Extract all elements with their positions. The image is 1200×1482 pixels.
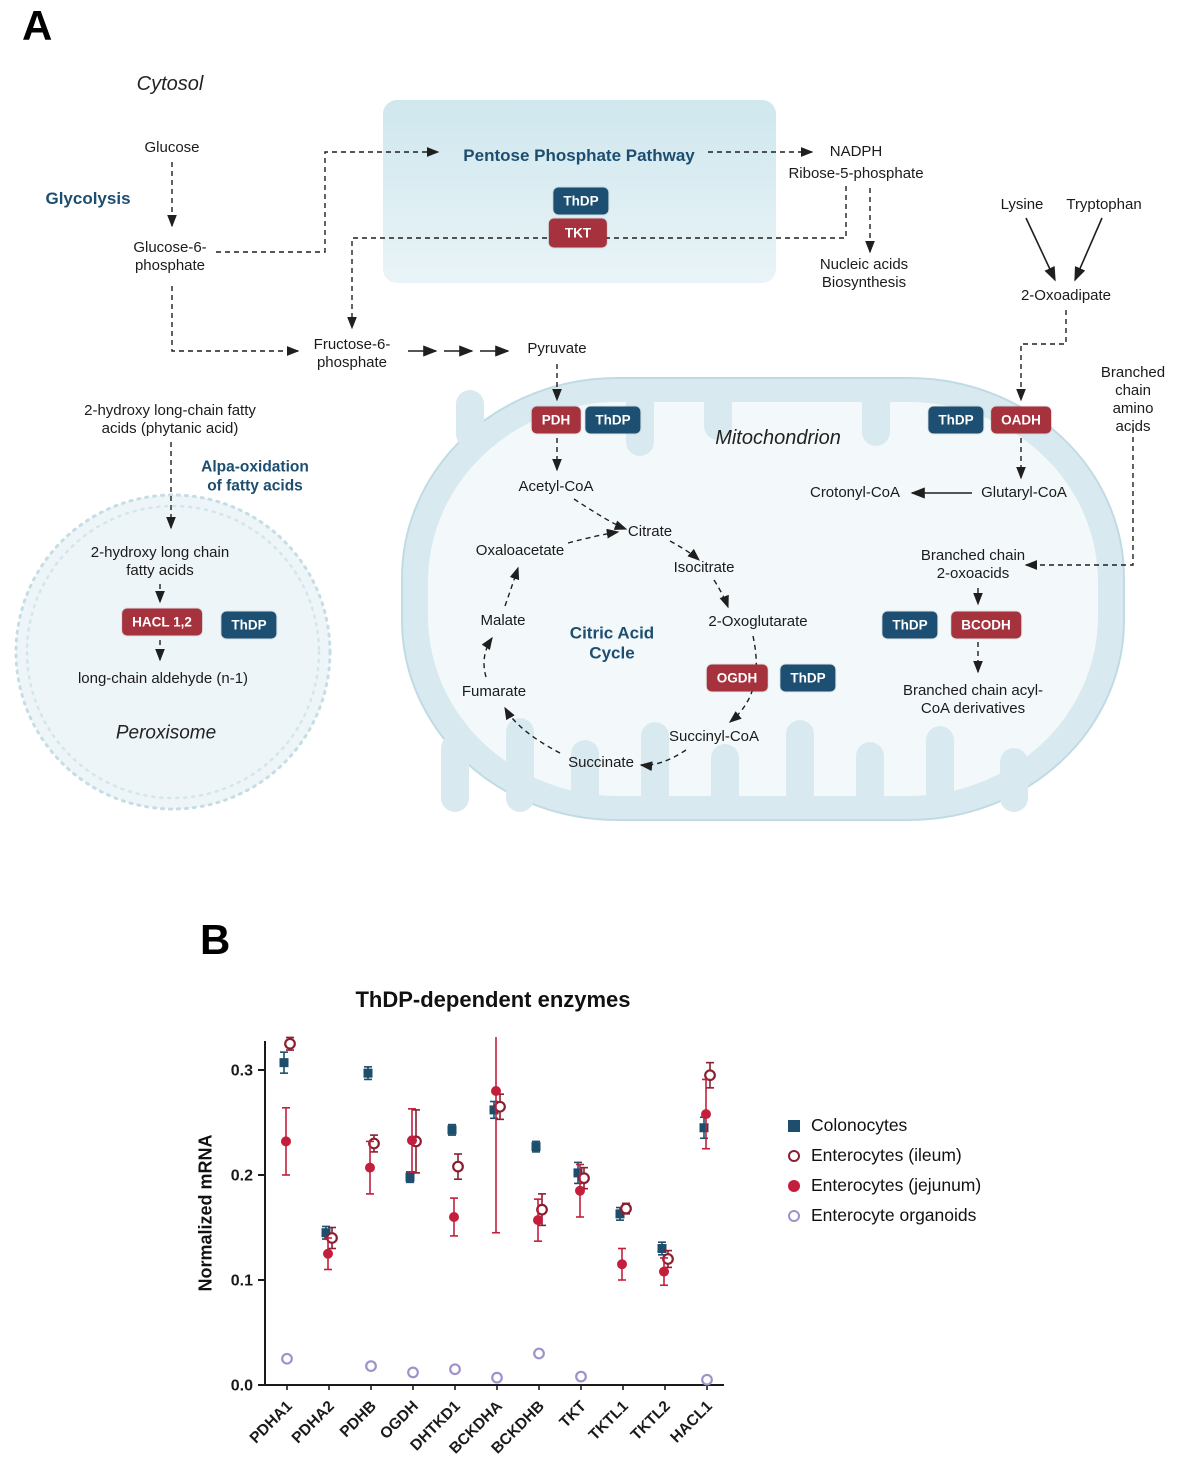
branched-chain-aa-node: Branched chain amino acids: [1100, 364, 1166, 435]
y-axis-label: Normalized mRNA: [195, 1134, 216, 1292]
glutaryl-coa-node: Glutaryl-CoA: [981, 484, 1067, 501]
succinate-node: Succinate: [568, 754, 634, 771]
svg-text:PDHA1: PDHA1: [247, 1398, 296, 1447]
svg-text:0.3: 0.3: [231, 1063, 253, 1080]
open-circle-marker-icon: [788, 1209, 800, 1222]
tryptophan-node: Tryptophan: [1066, 196, 1142, 213]
legend-label: Enterocytes (ileum): [811, 1145, 962, 1165]
branched-chain-acyl-node: Branched chain acyl- CoA derivatives: [902, 682, 1044, 717]
svg-text:BCKDHB: BCKDHB: [488, 1398, 548, 1458]
phytanic-acid-node: 2-hydroxy long-chain fatty acids (phytan…: [84, 402, 256, 437]
branched-chain-oxoacids-node: Branched chain 2-oxoacids: [920, 547, 1026, 582]
glycolysis-label: Glycolysis: [45, 188, 131, 208]
ppp-title: Pentose Phosphate Pathway: [463, 145, 695, 165]
svg-text:DHTKD1: DHTKD1: [407, 1398, 464, 1455]
malate-node: Malate: [480, 612, 526, 629]
legend-item: Colonocytes: [788, 1115, 981, 1136]
svg-text:0.0: 0.0: [231, 1378, 253, 1395]
svg-text:TKTL1: TKTL1: [586, 1398, 632, 1444]
glucose-node: Glucose: [144, 139, 200, 156]
legend-label: Enterocyte organoids: [811, 1205, 977, 1225]
alpha-oxidation-label: Alpa-oxidation of fatty acids: [201, 458, 309, 494]
fumarate-node: Fumarate: [461, 683, 527, 700]
citrate-node: Citrate: [627, 523, 673, 540]
svg-text:OGDH: OGDH: [377, 1398, 422, 1443]
citric-acid-cycle-label: Citric Acid Cycle: [569, 623, 655, 663]
ribose-5-phosphate-node: Ribose-5-phosphate: [788, 165, 924, 182]
thdp-badge: ThDP: [780, 664, 836, 692]
succinyl-coa-node: Succinyl-CoA: [668, 728, 760, 745]
hacl-badge: HACL 1,2: [122, 608, 202, 636]
hydroxy-fatty-acids-node: 2-hydroxy long chain fatty acids: [90, 544, 230, 579]
ogdh-badge: OGDH: [706, 664, 768, 692]
thdp-badge: ThDP: [928, 406, 984, 434]
glucose-6-phosphate-node: Glucose-6- phosphate: [133, 239, 207, 274]
svg-text:BCKDHA: BCKDHA: [446, 1398, 506, 1458]
svg-text:PDHA2: PDHA2: [289, 1398, 338, 1447]
thdp-badge: ThDP: [221, 611, 277, 639]
filled-square-marker-icon: [788, 1119, 800, 1132]
thdp-badge: ThDP: [553, 187, 609, 215]
svg-text:TKTL2: TKTL2: [628, 1398, 674, 1444]
panel-b-label: B: [200, 916, 231, 963]
open-circle-marker-icon: [788, 1149, 800, 1162]
oxoadipate-node: 2-Oxoadipate: [1020, 287, 1112, 304]
bcodh-badge: BCODH: [951, 611, 1021, 639]
panel-a-label: A: [22, 2, 53, 49]
lysine-node: Lysine: [1000, 196, 1044, 213]
mitochondrion-label: Mitochondrion: [715, 427, 841, 449]
svg-text:0.2: 0.2: [231, 1168, 253, 1185]
svg-text:TKT: TKT: [556, 1397, 590, 1431]
svg-text:PDHB: PDHB: [337, 1398, 380, 1441]
legend-label: Enterocytes (jejunum): [811, 1175, 982, 1195]
pdh-badge: PDH: [531, 406, 581, 434]
isocitrate-node: Isocitrate: [673, 559, 735, 576]
acetyl-coa-node: Acetyl-CoA: [518, 478, 594, 495]
thdp-badge: ThDP: [882, 611, 938, 639]
chart-title: ThDP-dependent enzymes: [355, 987, 631, 1012]
fructose-6-phosphate-node: Fructose-6- phosphate: [313, 336, 391, 371]
peroxisome-label: Peroxisome: [115, 722, 217, 744]
legend-item: Enterocytes (ileum): [788, 1145, 981, 1166]
legend-item: Enterocyte organoids: [788, 1205, 981, 1226]
oxaloacetate-node: Oxaloacetate: [475, 542, 565, 559]
nucleic-acids-node: Nucleic acids Biosynthesis: [819, 256, 909, 291]
filled-circle-marker-icon: [788, 1179, 800, 1192]
oadh-badge: OADH: [991, 406, 1051, 434]
svg-text:HACL1: HACL1: [667, 1398, 716, 1447]
svg-text:0.1: 0.1: [231, 1273, 253, 1290]
pyruvate-node: Pyruvate: [527, 340, 587, 357]
nadph-node: NADPH: [829, 143, 883, 160]
peroxisome-shape: [14, 493, 332, 811]
aldehyde-node: long-chain aldehyde (n-1): [77, 670, 249, 687]
legend-label: Colonocytes: [811, 1115, 908, 1135]
crotonyl-coa-node: Crotonyl-CoA: [809, 484, 901, 501]
tkt-badge: TKT: [548, 218, 608, 248]
legend-item: Enterocytes (jejunum): [788, 1175, 981, 1196]
thdp-badge: ThDP: [585, 406, 641, 434]
cytosol-label: Cytosol: [136, 73, 204, 95]
oxoglutarate-node: 2-Oxoglutarate: [708, 613, 808, 630]
